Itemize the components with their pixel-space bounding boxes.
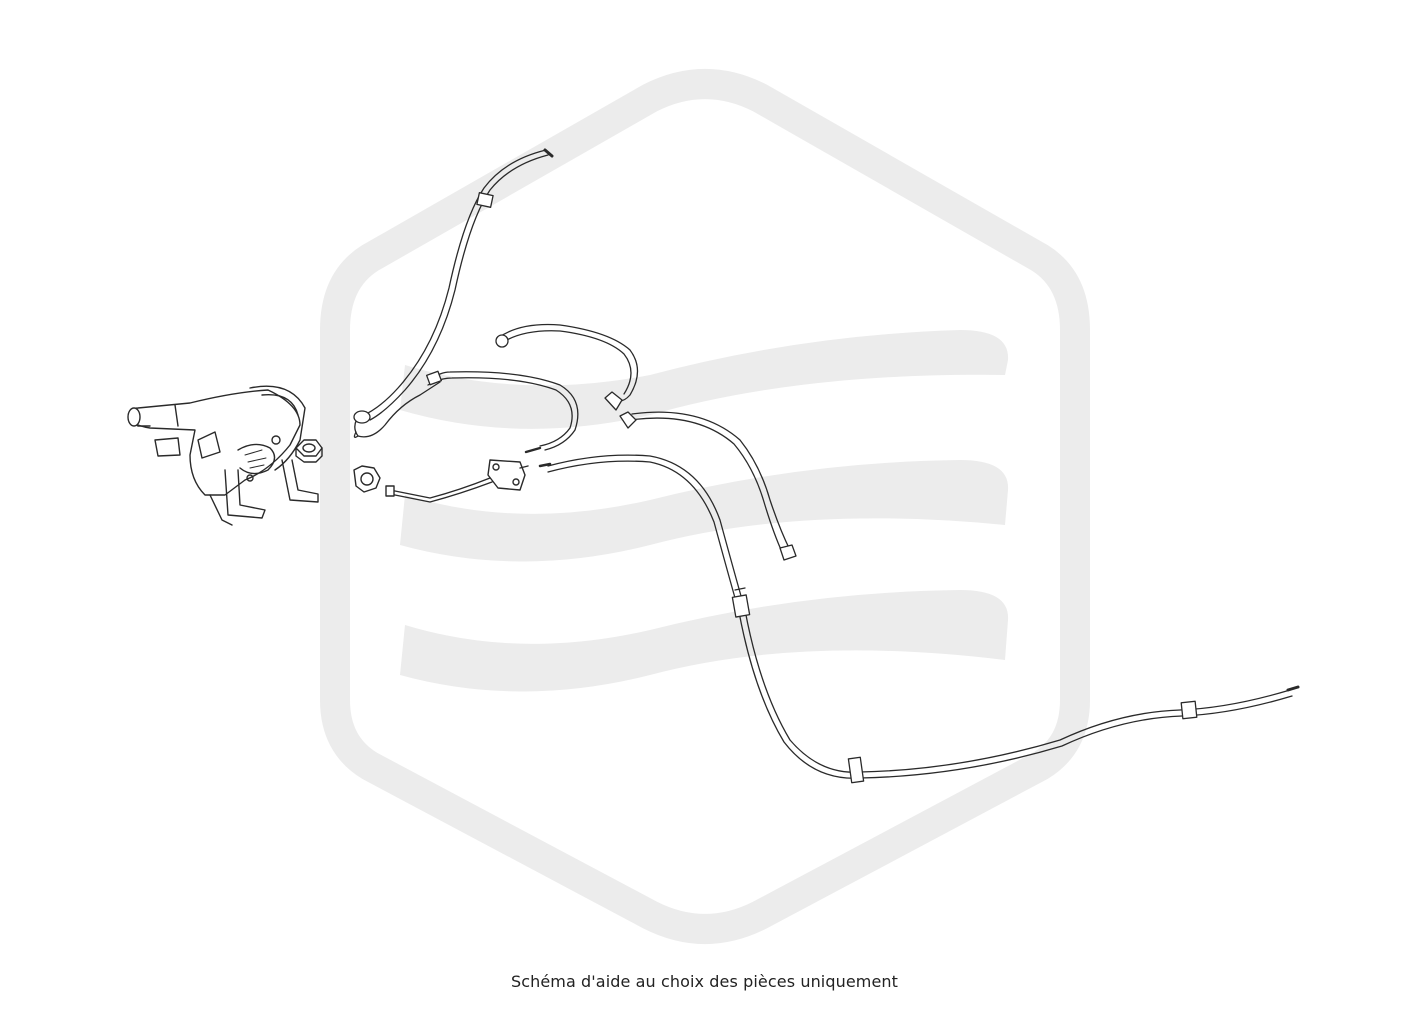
adjuster-nut-icon bbox=[353, 465, 381, 493]
rear-left-brake-cable-icon bbox=[495, 323, 639, 411]
flange-nut-icon bbox=[295, 439, 323, 463]
diagram-caption: Schéma d'aide au choix des pièces unique… bbox=[510, 972, 899, 991]
long-rear-brake-cable-icon bbox=[538, 454, 1300, 784]
hexagon-waves-logo-icon bbox=[320, 69, 1090, 944]
front-brake-cable-icon bbox=[353, 148, 579, 454]
cable-equalizer-bracket-icon bbox=[385, 459, 529, 503]
rear-right-brake-cable-icon bbox=[619, 411, 797, 561]
handbrake-lever-assembly-icon bbox=[127, 385, 319, 526]
